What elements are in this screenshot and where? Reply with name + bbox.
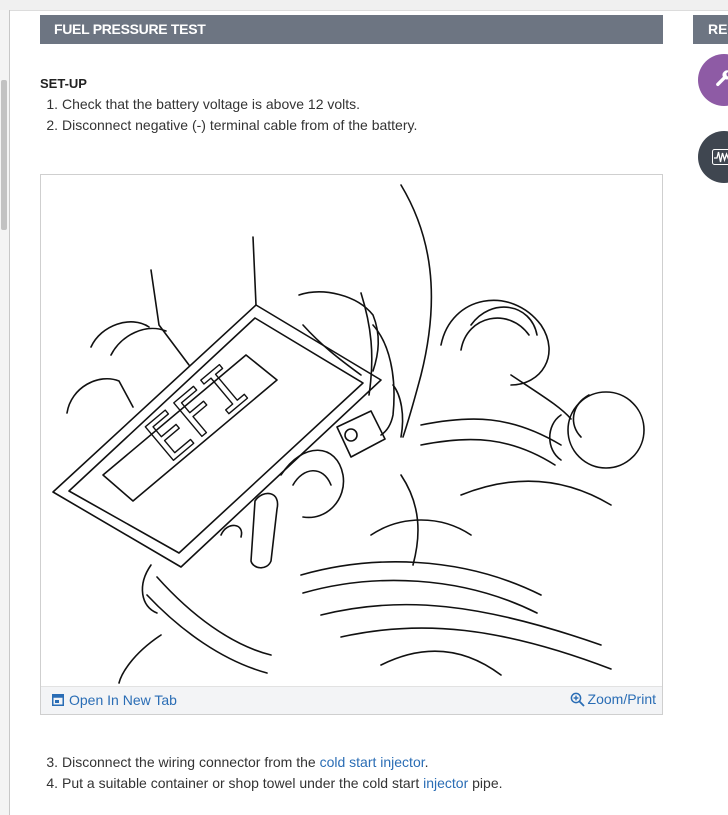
- zoom-print-link[interactable]: Zoom/Print: [570, 691, 656, 707]
- side-panel-header: RE: [693, 15, 728, 44]
- cold-start-injector-link[interactable]: cold start injector: [319, 754, 425, 770]
- zoom-print-label: Zoom/Print: [587, 691, 656, 707]
- open-in-new-tab-label: Open In New Tab: [69, 692, 177, 708]
- wrench-button[interactable]: [698, 54, 728, 106]
- open-in-new-tab-link[interactable]: Open In New Tab: [52, 692, 177, 708]
- step-text: Disconnect the wiring connector from the: [62, 754, 320, 770]
- step-number: 1.: [46, 96, 58, 112]
- step-text: Disconnect negative (-) terminal cable f…: [62, 117, 418, 133]
- step-item: 2.Disconnect negative (-) terminal cable…: [40, 115, 417, 136]
- waveform-icon: [712, 149, 728, 165]
- top-strip: [0, 0, 728, 11]
- section-header-title: FUEL PRESSURE TEST: [54, 21, 206, 37]
- waveform-button[interactable]: [698, 131, 728, 183]
- step-text-end: .: [424, 754, 429, 770]
- new-tab-icon: [52, 694, 64, 706]
- step-number: 2.: [46, 117, 58, 133]
- step-item: 4.Put a suitable container or shop towel…: [40, 773, 503, 794]
- step-item: 3.Disconnect the wiring connector from t…: [40, 752, 503, 773]
- section-header: FUEL PRESSURE TEST: [40, 15, 663, 44]
- wrench-icon: [716, 70, 728, 87]
- figure-footer: Open In New Tab Zoom/Print: [41, 686, 662, 714]
- step-text-end: pipe.: [468, 775, 503, 791]
- step-item: 1.Check that the battery voltage is abov…: [40, 94, 417, 115]
- followup-steps: 3.Disconnect the wiring connector from t…: [40, 752, 503, 794]
- setup-title: SET-UP: [40, 76, 87, 91]
- side-panel-title: RE: [708, 21, 728, 37]
- figure: EFI: [40, 174, 663, 715]
- step-number: 4.: [46, 775, 58, 791]
- step-text: Check that the battery voltage is above …: [62, 96, 361, 112]
- fuel-pressure-illustration: EFI: [52, 184, 645, 684]
- scrollbar-thumb[interactable]: [1, 80, 7, 230]
- step-number: 3.: [46, 754, 58, 770]
- left-scrollbar[interactable]: [0, 10, 10, 815]
- injector-link[interactable]: injector: [423, 775, 469, 791]
- step-text: Put a suitable container or shop towel u…: [62, 775, 424, 791]
- setup-steps: 1.Check that the battery voltage is abov…: [40, 94, 417, 136]
- efi-label: EFI: [134, 352, 262, 475]
- zoom-in-icon: [570, 692, 585, 707]
